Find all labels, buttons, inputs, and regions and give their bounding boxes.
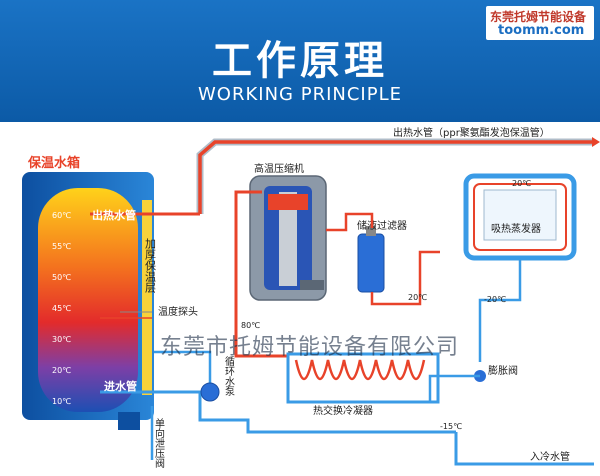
evaporator xyxy=(463,173,577,261)
comp-out-temp: 80℃ xyxy=(241,321,260,330)
scale-45: 45℃ xyxy=(52,304,71,313)
evap-out-temp: -20℃ xyxy=(484,295,506,304)
insulation-label: 加厚保温层 xyxy=(144,238,157,294)
pump xyxy=(200,382,220,402)
logo-url: toomm.com xyxy=(498,23,585,38)
compressor-label: 高温压缩机 xyxy=(254,162,304,175)
outlet-pipe xyxy=(196,137,600,214)
watermark: 东莞市托姆节能设备有限公司 xyxy=(160,335,459,360)
filter xyxy=(357,226,385,293)
evaporator-label: 吸热蒸发器 xyxy=(491,222,541,235)
scale-20: 20℃ xyxy=(52,366,71,375)
logo: 东莞托姆节能设备 toomm.com xyxy=(486,6,594,40)
scale-50: 50℃ xyxy=(52,273,71,282)
valve-label: 单向泄压阀 xyxy=(153,418,165,469)
pump-label: 循环水泵 xyxy=(223,355,235,396)
filter-out-temp: 20℃ xyxy=(408,293,427,302)
water-tank xyxy=(22,172,154,430)
cold-in-label: 入冷水管 xyxy=(530,450,570,463)
compressor xyxy=(249,175,327,301)
scale-60: 60℃ xyxy=(52,211,71,220)
condenser xyxy=(286,352,440,404)
header-banner: 工作原理 WORKING PRINCIPLE 东莞托姆节能设备 toomm.co… xyxy=(0,0,600,122)
expansion-label: 膨胀阀 xyxy=(488,364,518,377)
logo-cn: 东莞托姆节能设备 xyxy=(490,10,587,24)
hot-out-label: 出热水管 xyxy=(92,208,136,222)
page-subtitle: WORKING PRINCIPLE xyxy=(198,84,402,105)
evap-top-temp: 20℃ xyxy=(512,179,531,188)
filter-label: 储液过滤器 xyxy=(357,219,407,232)
scale-55: 55℃ xyxy=(52,242,71,251)
water-in-label: 进水管 xyxy=(104,379,137,393)
scale-30: 30℃ xyxy=(52,335,71,344)
scale-10: 10℃ xyxy=(52,397,71,406)
condenser-label: 热交换冷凝器 xyxy=(313,404,373,417)
cond-out-temp: -15℃ xyxy=(440,422,462,431)
temp-probe-label: 温度探头 xyxy=(158,305,198,318)
temp-scale: 60℃ 55℃ 50℃ 45℃ 30℃ 20℃ 10℃ xyxy=(52,211,71,406)
page-title: 工作原理 xyxy=(212,38,388,84)
tank-label: 保温水箱 xyxy=(27,155,80,171)
outlet-pipe-label: 出热水管（ppr聚氨酯发泡保温管） xyxy=(393,126,550,139)
